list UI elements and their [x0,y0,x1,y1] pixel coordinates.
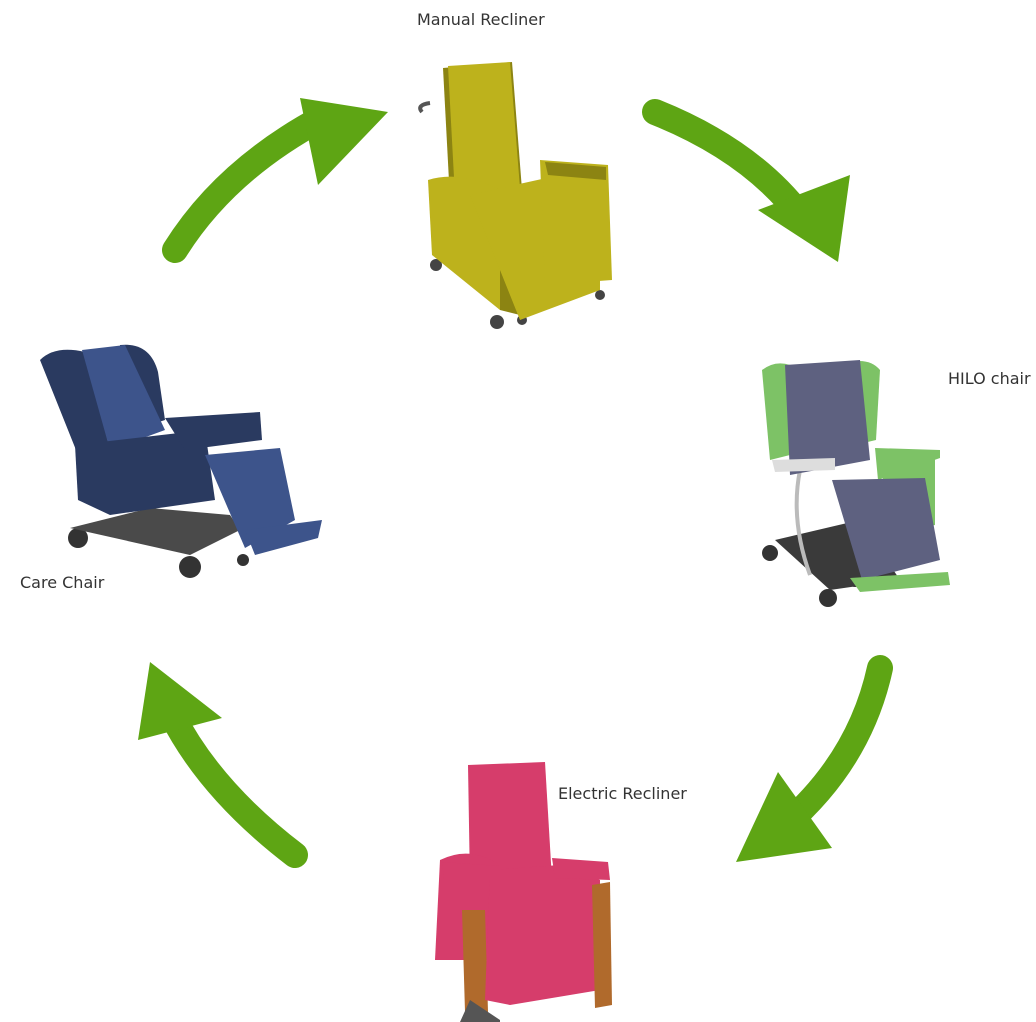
arrow-manual-to-hilo [642,99,850,262]
arrow-electric-to-care [138,662,308,868]
node-label-care-chair: Care Chair [20,573,105,592]
arrow-care-to-manual [162,98,388,263]
node-label-hilo-chair: HILO chair [948,369,1031,388]
hilo-chair-image [762,360,950,607]
arrow-hilo-to-electric [736,655,893,862]
care-chair-image [40,344,322,578]
manual-recliner-image [418,62,612,329]
electric-recliner-image [435,762,612,1022]
node-label-manual-recliner: Manual Recliner [417,10,545,29]
node-label-electric-recliner: Electric Recliner [558,784,687,803]
